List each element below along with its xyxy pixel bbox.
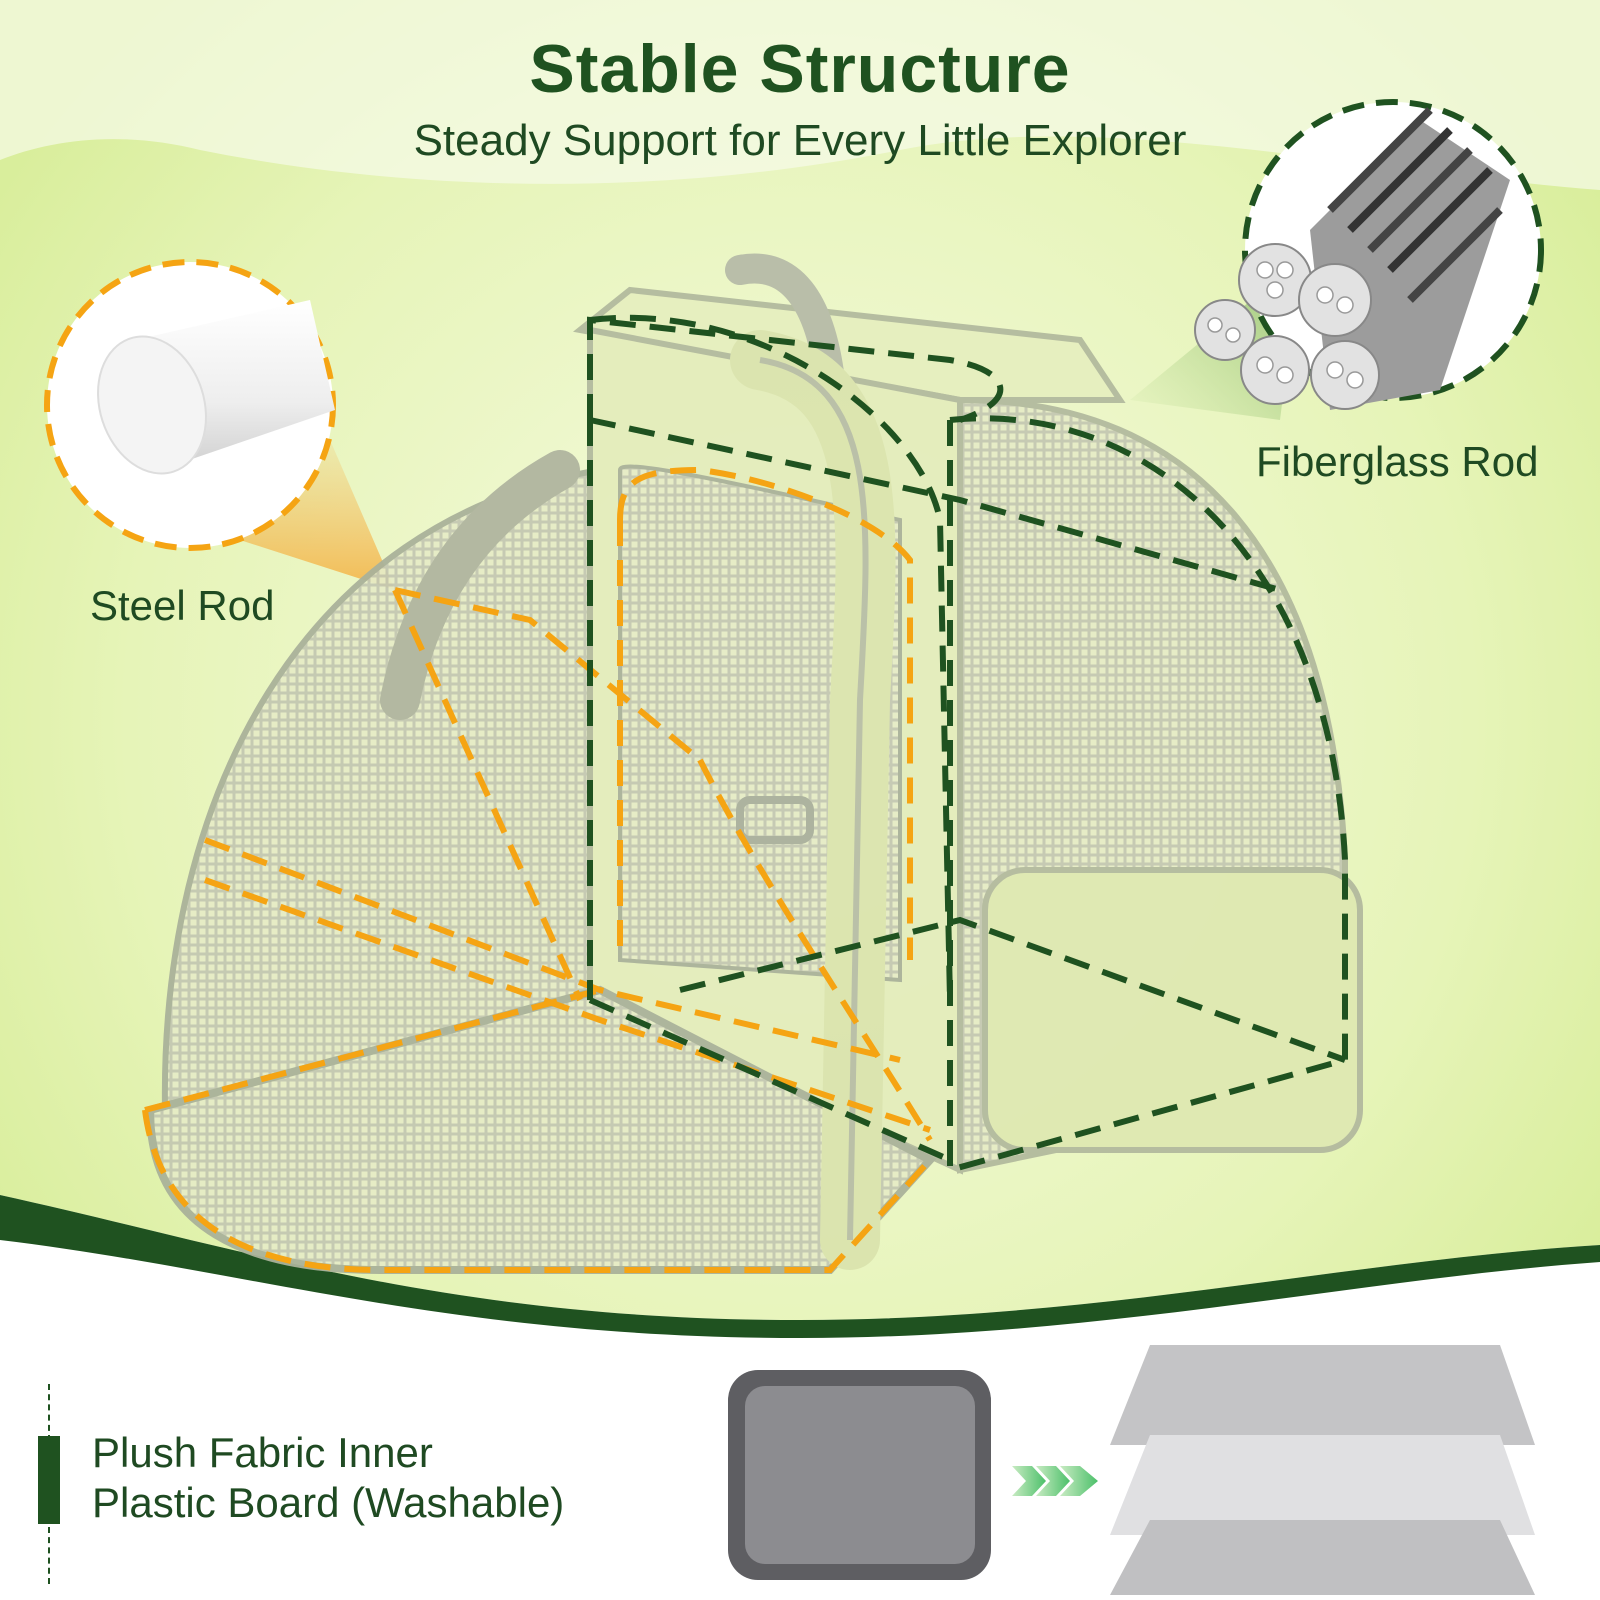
- washable-board-image: [728, 1370, 991, 1580]
- fiberglass-rod-label: Fiberglass Rod: [1256, 438, 1539, 485]
- fiberglass-rod-icon: [1194, 107, 1510, 410]
- steel-rod-label: Steel Rod: [90, 582, 275, 629]
- page-subtitle: Steady Support for Every Little Explorer: [413, 116, 1187, 165]
- accent-bar: [38, 1436, 60, 1524]
- board-description: Plush Fabric Inner Plastic Board (Washab…: [92, 1428, 564, 1528]
- steel-rod-icon: [97, 300, 335, 475]
- fiberglass-rod-frame: [587, 314, 1348, 1174]
- board-description-line-1: Plush Fabric Inner: [92, 1429, 433, 1476]
- steel-rod-frame: [142, 466, 933, 1273]
- board-layers-image: [1110, 1345, 1535, 1595]
- page-title: Stable Structure: [529, 31, 1071, 107]
- arrow-right-icon: [1012, 1466, 1098, 1496]
- pet-carrier-illustration: [145, 253, 1363, 1274]
- board-description-line-2: Plastic Board (Washable): [92, 1479, 565, 1526]
